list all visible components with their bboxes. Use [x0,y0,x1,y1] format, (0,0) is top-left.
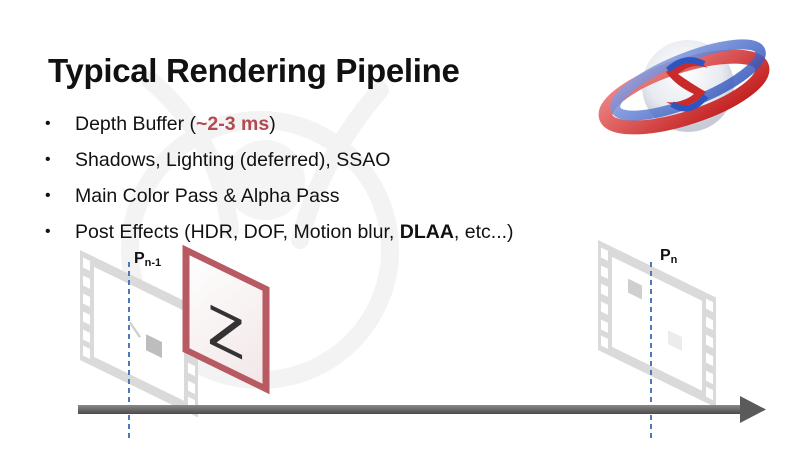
frame-label-main: P [134,250,145,267]
film-frame-icon [80,250,198,418]
bullet-item: • Post Effects (HDR, DOF, Motion blur, D… [44,218,514,254]
logo-icon [598,39,770,135]
bullet-item: • Shadows, Lighting (deferred), SSAO [44,146,514,182]
bullet-item: • Depth Buffer (~2-3 ms) [44,110,514,146]
bullet-dot: • [45,151,51,168]
bullet-text: Main Color Pass & Alpha Pass [75,185,340,207]
bullet-suffix: ) [269,113,276,135]
frame-label-curr: Pn [660,247,678,266]
frame-label-main: P [660,247,671,264]
bullet-suffix: , etc...) [453,221,514,243]
bullet-list: • Depth Buffer (~2-3 ms) • Shadows, Ligh… [44,110,514,254]
bullet-text: Depth Buffer ( [75,113,197,135]
bullet-item: • Main Color Pass & Alpha Pass [44,182,514,218]
z-buffer-icon [182,244,270,395]
frame-label-sub: n [670,254,678,266]
film-frame-icon [598,240,716,408]
bullet-text: Shadows, Lighting (deferred), SSAO [75,149,391,171]
bullet-text: Post Effects (HDR, DOF, Motion blur, [75,221,400,243]
bullet-dot: • [45,223,51,240]
timeline-arrow-icon [78,396,766,423]
bullet-highlight: DLAA [399,221,454,243]
bullet-highlight: ~2-3 ms [196,113,270,135]
bullet-dot: • [45,115,51,132]
slide-title: Typical Rendering Pipeline [48,52,460,89]
frame-label-prev: Pn-1 [134,250,162,269]
bullet-dot: • [45,187,51,204]
frame-label-sub: n-1 [144,257,162,269]
